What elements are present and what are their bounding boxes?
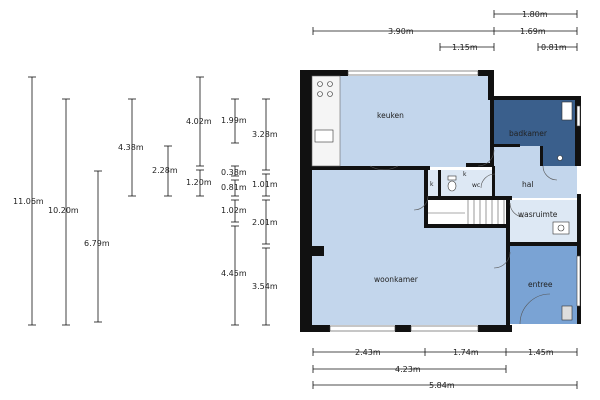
label-keuken: keuken bbox=[377, 111, 404, 120]
label-entree: entree bbox=[528, 280, 553, 289]
dim-top-1: 1.80m bbox=[522, 10, 548, 19]
dim-top-5: 0.81m bbox=[541, 43, 567, 52]
room-hal-ext bbox=[542, 166, 577, 198]
dim-left-12: 1.01m bbox=[252, 180, 278, 189]
label-hal: hal bbox=[522, 180, 533, 189]
room-hal bbox=[493, 146, 542, 198]
doors bbox=[369, 149, 558, 325]
top-dimensions: 1.80m 3.90m 1.69m 1.15m 0.81m bbox=[312, 10, 578, 52]
dim-top-4: 1.15m bbox=[452, 43, 478, 52]
stairs bbox=[428, 200, 505, 226]
left-dimensions: 11.06m 10.20m 6.79m 4.38m 2.28m 4.02m 1.… bbox=[13, 76, 278, 326]
floor-plan-building bbox=[300, 70, 581, 332]
label-wc: wc bbox=[472, 182, 480, 189]
dim-bottom-2: 1.74m bbox=[453, 348, 479, 357]
room-k1 bbox=[427, 170, 440, 196]
dim-bottom-5: 5.84m bbox=[429, 381, 455, 390]
room-keuken bbox=[312, 76, 490, 167]
dim-left-16: 3.54m bbox=[252, 282, 278, 291]
meter-cabinet-icon bbox=[561, 305, 573, 321]
dim-left-1: 11.06m bbox=[13, 197, 44, 206]
dim-left-10: 0.38m bbox=[221, 168, 247, 177]
dim-left-8: 1.99m bbox=[221, 116, 247, 125]
toilet-icon bbox=[447, 175, 457, 192]
dim-bottom-3: 1.45m bbox=[528, 348, 554, 357]
dim-left-5: 2.28m bbox=[152, 166, 178, 175]
dim-left-15: 4.45m bbox=[221, 269, 247, 278]
washing-fixtures bbox=[552, 221, 570, 235]
dim-left-7: 1.20m bbox=[186, 178, 212, 187]
dim-left-11: 0.81m bbox=[221, 183, 247, 192]
room-labels: keuken badkamer hal wc k k wasruimte woo… bbox=[374, 111, 558, 289]
dim-top-3: 1.69m bbox=[520, 27, 546, 36]
dim-top-2: 3.90m bbox=[388, 27, 414, 36]
room-badkamer bbox=[493, 100, 575, 146]
windows bbox=[329, 70, 581, 332]
bottom-dimensions: 2.43m 1.74m 1.45m 4.23m 5.84m bbox=[312, 348, 578, 390]
label-wasruimte: wasruimte bbox=[518, 210, 558, 219]
dim-left-9: 3.28m bbox=[252, 130, 278, 139]
kitchen-counter bbox=[311, 75, 341, 167]
label-k2: k bbox=[463, 171, 467, 178]
dim-left-13: 1.02m bbox=[221, 206, 247, 215]
dim-left-3: 6.79m bbox=[84, 239, 110, 248]
label-woonkamer: woonkamer bbox=[374, 275, 419, 284]
label-badkamer: badkamer bbox=[509, 129, 548, 138]
dim-left-4: 4.38m bbox=[118, 143, 144, 152]
dim-bottom-1: 2.43m bbox=[355, 348, 381, 357]
dim-bottom-4: 4.23m bbox=[395, 365, 421, 374]
dim-left-14: 2.01m bbox=[252, 218, 278, 227]
bathroom-fixtures bbox=[557, 101, 573, 161]
dim-left-2: 10.20m bbox=[48, 206, 79, 215]
label-k1: k bbox=[430, 181, 434, 188]
dim-left-6: 4.02m bbox=[186, 117, 212, 126]
